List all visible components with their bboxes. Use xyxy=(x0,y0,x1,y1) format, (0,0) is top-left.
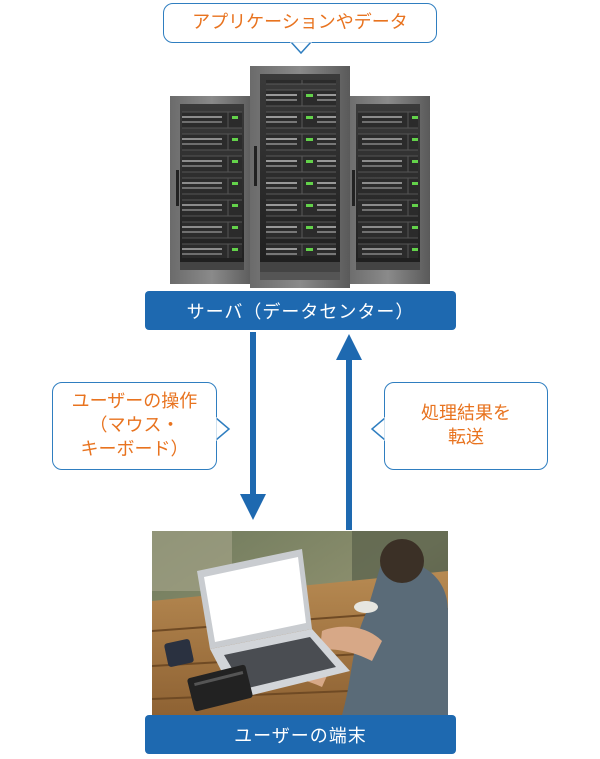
server-rack-illustration xyxy=(170,66,430,288)
result-transfer-line2: 転送 xyxy=(448,427,484,448)
user-operation-line2: （マウス・ xyxy=(89,415,180,436)
top-bubble-tail xyxy=(290,41,312,55)
result-transfer-line1: 処理結果を xyxy=(421,403,511,424)
top-bubble: アプリケーションやデータ xyxy=(163,3,437,43)
laptop-photo xyxy=(152,531,448,715)
terminal-label: ユーザーの端末 xyxy=(234,725,367,747)
down-arrow xyxy=(240,332,266,520)
user-operation-bubble-tail xyxy=(215,417,231,441)
terminal-label-bar: ユーザーの端末 xyxy=(145,715,456,754)
user-operation-line1: ユーザーの操作 xyxy=(71,391,198,412)
server-label-bar: サーバ（データセンター） xyxy=(145,291,456,330)
result-transfer-bubble: 処理結果を 転送 xyxy=(384,382,548,470)
up-arrow xyxy=(336,334,362,530)
user-operation-bubble: ユーザーの操作 （マウス・ キーボード） xyxy=(52,382,217,470)
top-bubble-text: アプリケーションやデータ xyxy=(192,12,408,33)
user-operation-line3: キーボード） xyxy=(80,439,189,460)
server-label: サーバ（データセンター） xyxy=(186,301,415,323)
result-transfer-bubble-tail xyxy=(370,417,386,441)
